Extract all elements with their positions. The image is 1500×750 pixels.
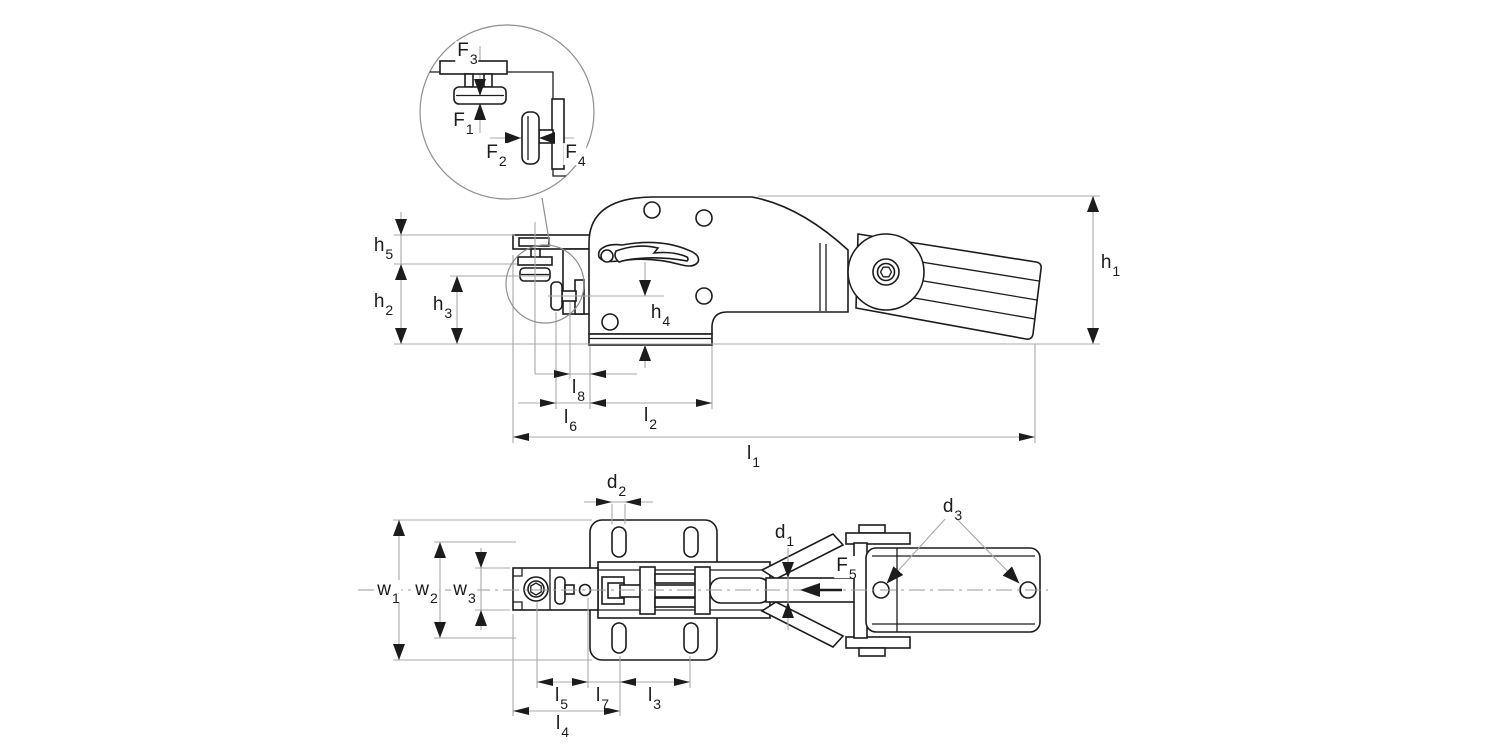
latch-lever <box>614 245 689 263</box>
dim-label-w3: w3 <box>451 579 477 606</box>
dim-label-h3: h3 <box>430 294 454 321</box>
dim-label-h1: h1 <box>1098 252 1122 279</box>
side-view-dimension-lines <box>394 195 1100 443</box>
d3-leader-right <box>955 517 1020 584</box>
detail-leader-line <box>541 197 551 247</box>
dim-label-h2: h2 <box>371 291 395 318</box>
d3-leader-left <box>886 517 947 584</box>
dim-label-l5: l5 <box>552 685 570 712</box>
dim-label-w2: w2 <box>413 579 439 606</box>
dim-label-l2: l2 <box>641 405 659 432</box>
force-f4-arrow <box>539 132 555 144</box>
force-f3-arrow <box>474 79 486 96</box>
flare-arm-lower <box>760 601 845 648</box>
dim-label-h4: h4 <box>648 302 672 329</box>
mounting-slot <box>611 526 627 558</box>
side-view-clamp-arm <box>512 234 591 315</box>
force-detail-circle <box>419 24 595 324</box>
dim-label-d3: d3 <box>940 496 964 523</box>
flare-arm-upper <box>760 533 845 580</box>
mounting-slot <box>683 526 699 558</box>
dim-label-F2: F2 <box>484 142 508 169</box>
side-view-handle <box>847 233 1042 340</box>
dim-label-w1: w1 <box>375 579 401 606</box>
detail-reference-circle <box>505 244 585 324</box>
force-f2-arrow <box>505 132 521 144</box>
dim-label-l8: l8 <box>569 377 587 404</box>
side-view-body <box>588 196 849 346</box>
dim-label-l3: l3 <box>645 685 663 712</box>
dim-label-l4: l4 <box>553 713 571 740</box>
dim-label-F1: F1 <box>451 110 475 137</box>
hex-socket <box>530 582 542 596</box>
dim-label-d2: d2 <box>604 472 628 499</box>
dim-label-l1: l1 <box>744 443 762 470</box>
force-f1-arrow <box>474 103 486 120</box>
dim-label-h5: h5 <box>371 235 395 262</box>
dim-label-l7: l7 <box>593 685 611 712</box>
dim-label-F4: F4 <box>563 142 587 169</box>
dim-label-F3: F3 <box>455 40 479 67</box>
force-f5-arrow <box>800 583 820 597</box>
mounting-slot <box>611 622 627 654</box>
hex-socket <box>879 266 893 278</box>
dim-label-F5: F5 <box>834 555 858 582</box>
side-view-arrowheads <box>395 196 1099 441</box>
mounting-slot <box>683 622 699 654</box>
dim-label-l6: l6 <box>561 407 579 434</box>
plan-view-arrowheads <box>393 498 842 715</box>
dim-label-d1: d1 <box>772 522 796 549</box>
